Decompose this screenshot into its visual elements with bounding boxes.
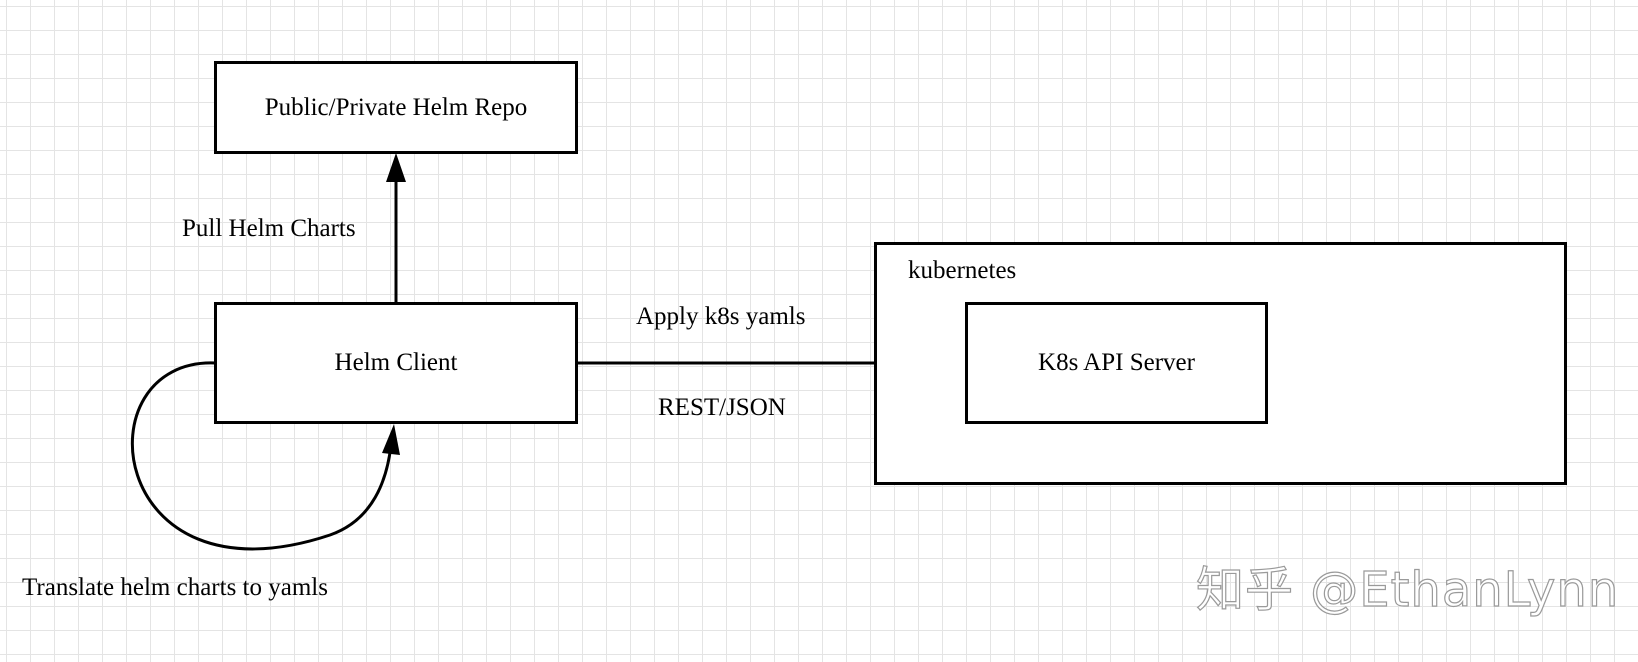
translate-label: Translate helm charts to yamls: [22, 574, 328, 601]
helm-repo-label: Public/Private Helm Repo: [264, 93, 528, 121]
protocol-label: REST/JSON: [658, 394, 786, 421]
translate-loop-arrowhead: [382, 424, 400, 455]
pull-charts-label: Pull Helm Charts: [182, 215, 356, 242]
helm-client-node: Helm Client: [214, 302, 578, 424]
helm-repo-node: Public/Private Helm Repo: [214, 61, 578, 154]
kubernetes-label: kubernetes: [908, 257, 1017, 284]
translate-loop-arrow: [131, 361, 393, 551]
api-server-label: K8s API Server: [1038, 349, 1195, 376]
pull-charts-arrowhead: [386, 153, 406, 182]
api-server-node: K8s API Server: [965, 302, 1268, 424]
apply-yamls-label: Apply k8s yamls: [636, 303, 806, 330]
helm-client-label: Helm Client: [334, 349, 458, 376]
watermark-text: 知乎 @EthanLynn: [1195, 562, 1620, 618]
